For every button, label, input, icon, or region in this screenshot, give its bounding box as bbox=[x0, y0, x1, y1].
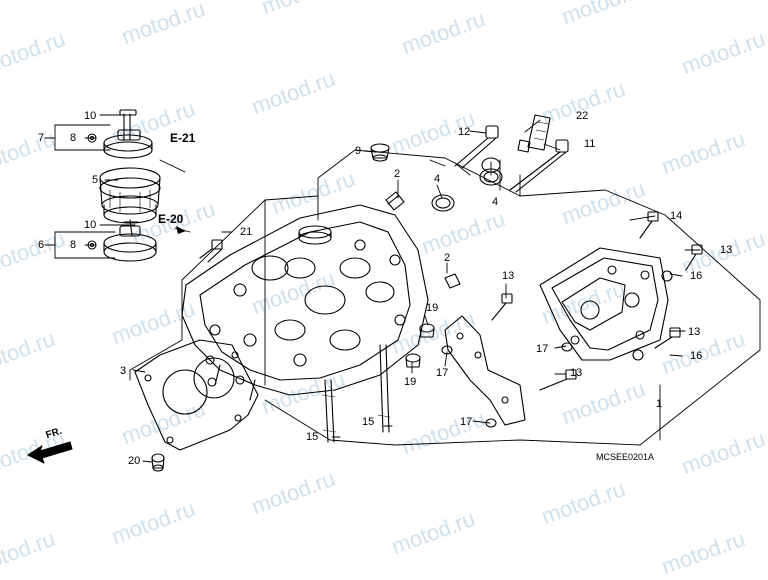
dowel-pins bbox=[385, 191, 461, 289]
leader-lines bbox=[44, 114, 761, 463]
callout-2a: 2 bbox=[394, 168, 401, 180]
callout-11: 11 bbox=[584, 138, 596, 150]
callout-13c: 13 bbox=[688, 326, 701, 338]
bolt-21 bbox=[199, 239, 223, 263]
mount-bracket bbox=[441, 293, 573, 428]
intake-insulator bbox=[99, 167, 161, 224]
callout-22: 22 bbox=[576, 110, 589, 122]
ref-e21: E-21 bbox=[170, 131, 196, 145]
callout-7: 7 bbox=[38, 132, 45, 144]
callout-10b: 10 bbox=[84, 219, 97, 231]
callout-17b: 17 bbox=[436, 367, 449, 379]
callout-2b: 2 bbox=[444, 252, 451, 264]
lower-clamp-band bbox=[87, 219, 157, 262]
callout-4b: 4 bbox=[492, 196, 499, 208]
callout-19b: 19 bbox=[404, 376, 417, 388]
callout-13b: 13 bbox=[502, 270, 515, 282]
callout-13d: 13 bbox=[570, 367, 583, 379]
callout-9: 9 bbox=[355, 145, 362, 157]
callout-15a: 15 bbox=[306, 431, 319, 443]
callout-8: 8 bbox=[70, 132, 77, 144]
front-arrow-icon bbox=[27, 441, 73, 464]
o-rings bbox=[431, 157, 503, 212]
bushings-19 bbox=[405, 323, 435, 368]
callout-20: 20 bbox=[128, 455, 141, 467]
callout-14: 14 bbox=[670, 210, 683, 222]
stud-bolt-12 bbox=[454, 125, 499, 169]
callout-8b: 8 bbox=[70, 239, 77, 251]
callout-15b: 15 bbox=[362, 416, 375, 428]
callout-17c: 17 bbox=[460, 416, 473, 428]
callout-10: 10 bbox=[84, 110, 97, 122]
callout-16a: 16 bbox=[690, 270, 703, 282]
callout-17a: 17 bbox=[536, 343, 549, 355]
callout-12: 12 bbox=[458, 126, 471, 138]
callout-3: 3 bbox=[120, 365, 127, 377]
cap-9 bbox=[370, 143, 390, 162]
studs-15 bbox=[321, 344, 391, 443]
stud-bolt-11 bbox=[509, 139, 569, 193]
callout-4a: 4 bbox=[434, 173, 441, 185]
spark-plug-22 bbox=[517, 114, 551, 153]
callout-19a: 19 bbox=[426, 302, 439, 314]
callout-16b: 16 bbox=[690, 350, 703, 362]
ref-e20: E-20 bbox=[158, 212, 184, 226]
diagram-code: MCSEE0201A bbox=[596, 452, 655, 462]
callout-21: 21 bbox=[240, 226, 253, 238]
dowel-20 bbox=[151, 453, 165, 472]
cover-bolts bbox=[539, 211, 703, 391]
callout-1: 1 bbox=[656, 398, 663, 410]
upper-clamp-band bbox=[87, 109, 153, 159]
cylinder-head bbox=[181, 204, 429, 401]
head-cover bbox=[539, 247, 669, 361]
callout-5: 5 bbox=[92, 174, 99, 186]
callout-6: 6 bbox=[38, 239, 45, 251]
callout-13a: 13 bbox=[720, 244, 733, 256]
